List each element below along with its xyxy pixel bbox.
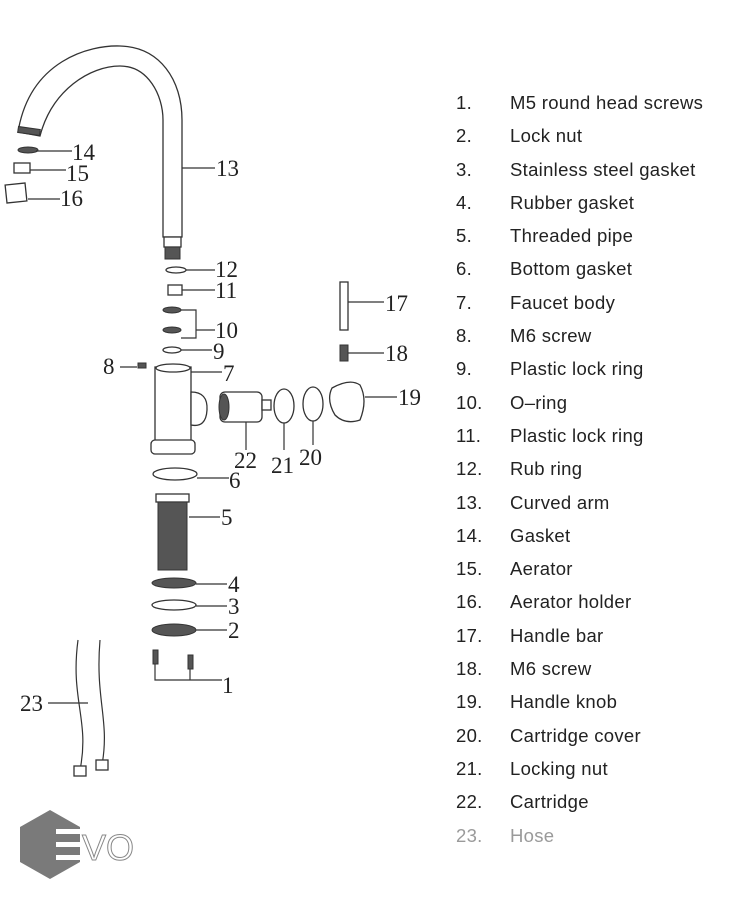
callout-9: 9 <box>213 339 225 364</box>
callout-18: 18 <box>385 341 408 366</box>
callout-17: 17 <box>385 291 408 316</box>
callout-14: 14 <box>72 140 96 165</box>
parts-list-item: 14.Gasket <box>456 524 571 546</box>
callout-11: 11 <box>215 278 237 303</box>
faucet-body <box>150 363 208 455</box>
parts-list-item: 11.Plastic lock ring <box>456 424 644 446</box>
callout-1: 1 <box>222 673 234 698</box>
callout-6: 6 <box>229 468 241 493</box>
parts-list-item: 19.Handle knob <box>456 691 618 713</box>
callout-19: 19 <box>398 385 421 410</box>
callout-3: 3 <box>228 594 240 619</box>
parts-list: 1.M5 round head screws 2.Lock nut 3.Stai… <box>456 92 703 858</box>
aerator-parts <box>4 146 39 204</box>
curved-arm <box>17 45 183 260</box>
callout-12: 12 <box>215 257 238 282</box>
parts-list-item: 6.Bottom gasket <box>456 258 633 280</box>
callout-16: 16 <box>60 186 83 211</box>
parts-list-item: 15.Aerator <box>456 558 573 580</box>
callout-2: 2 <box>228 618 240 643</box>
parts-list-item: 22.Cartridge <box>456 791 589 813</box>
hoses <box>73 639 109 777</box>
parts-list-item: 23.Hose <box>456 824 555 846</box>
parts-list-item: 18.M6 screw <box>456 658 592 680</box>
callout-10: 10 <box>215 318 238 343</box>
parts-list-item: 21.Locking nut <box>456 757 608 779</box>
parts-list-item: 17.Handle bar <box>456 624 604 646</box>
callout-23: 23 <box>20 691 43 716</box>
parts-list-item: 10.O–ring <box>456 391 568 413</box>
parts-list-item: 13.Curved arm <box>456 491 610 513</box>
logo-text: VO <box>82 827 134 868</box>
callout-5: 5 <box>221 505 233 530</box>
parts-list-item: 16.Aerator holder <box>456 591 632 613</box>
callout-7: 7 <box>223 361 235 386</box>
parts-list-item: 20.Cartridge cover <box>456 724 641 746</box>
callout-13: 13 <box>216 156 239 181</box>
mounting-parts <box>151 467 198 670</box>
parts-list-item: 2.Lock nut <box>456 125 583 147</box>
parts-list-item: 8.M6 screw <box>456 325 592 347</box>
parts-list-item: 4.Rubber gasket <box>456 191 635 213</box>
callout-15: 15 <box>66 161 89 186</box>
callout-20: 20 <box>299 445 322 470</box>
leader-lines <box>28 150 397 704</box>
parts-list-item: 5.Threaded pipe <box>456 225 634 247</box>
callout-21: 21 <box>271 453 294 478</box>
callout-numbers: 1 2 3 4 5 6 7 8 9 10 11 12 13 14 15 16 1… <box>20 140 421 716</box>
parts-list-item: 3.Stainless steel gasket <box>456 158 696 180</box>
parts-list-item: 1.M5 round head screws <box>456 92 704 113</box>
parts-list-item: 12.Rub ring <box>456 458 583 480</box>
parts-list-item: 9.Plastic lock ring <box>456 358 644 380</box>
seals-and-rings <box>137 266 187 369</box>
callout-8: 8 <box>103 354 115 379</box>
callout-4: 4 <box>228 572 240 597</box>
parts-list-item: 7.Faucet body <box>456 291 616 313</box>
callout-22: 22 <box>234 448 257 473</box>
cartridge-assembly <box>218 281 365 424</box>
evo-logo: VO <box>20 810 135 879</box>
